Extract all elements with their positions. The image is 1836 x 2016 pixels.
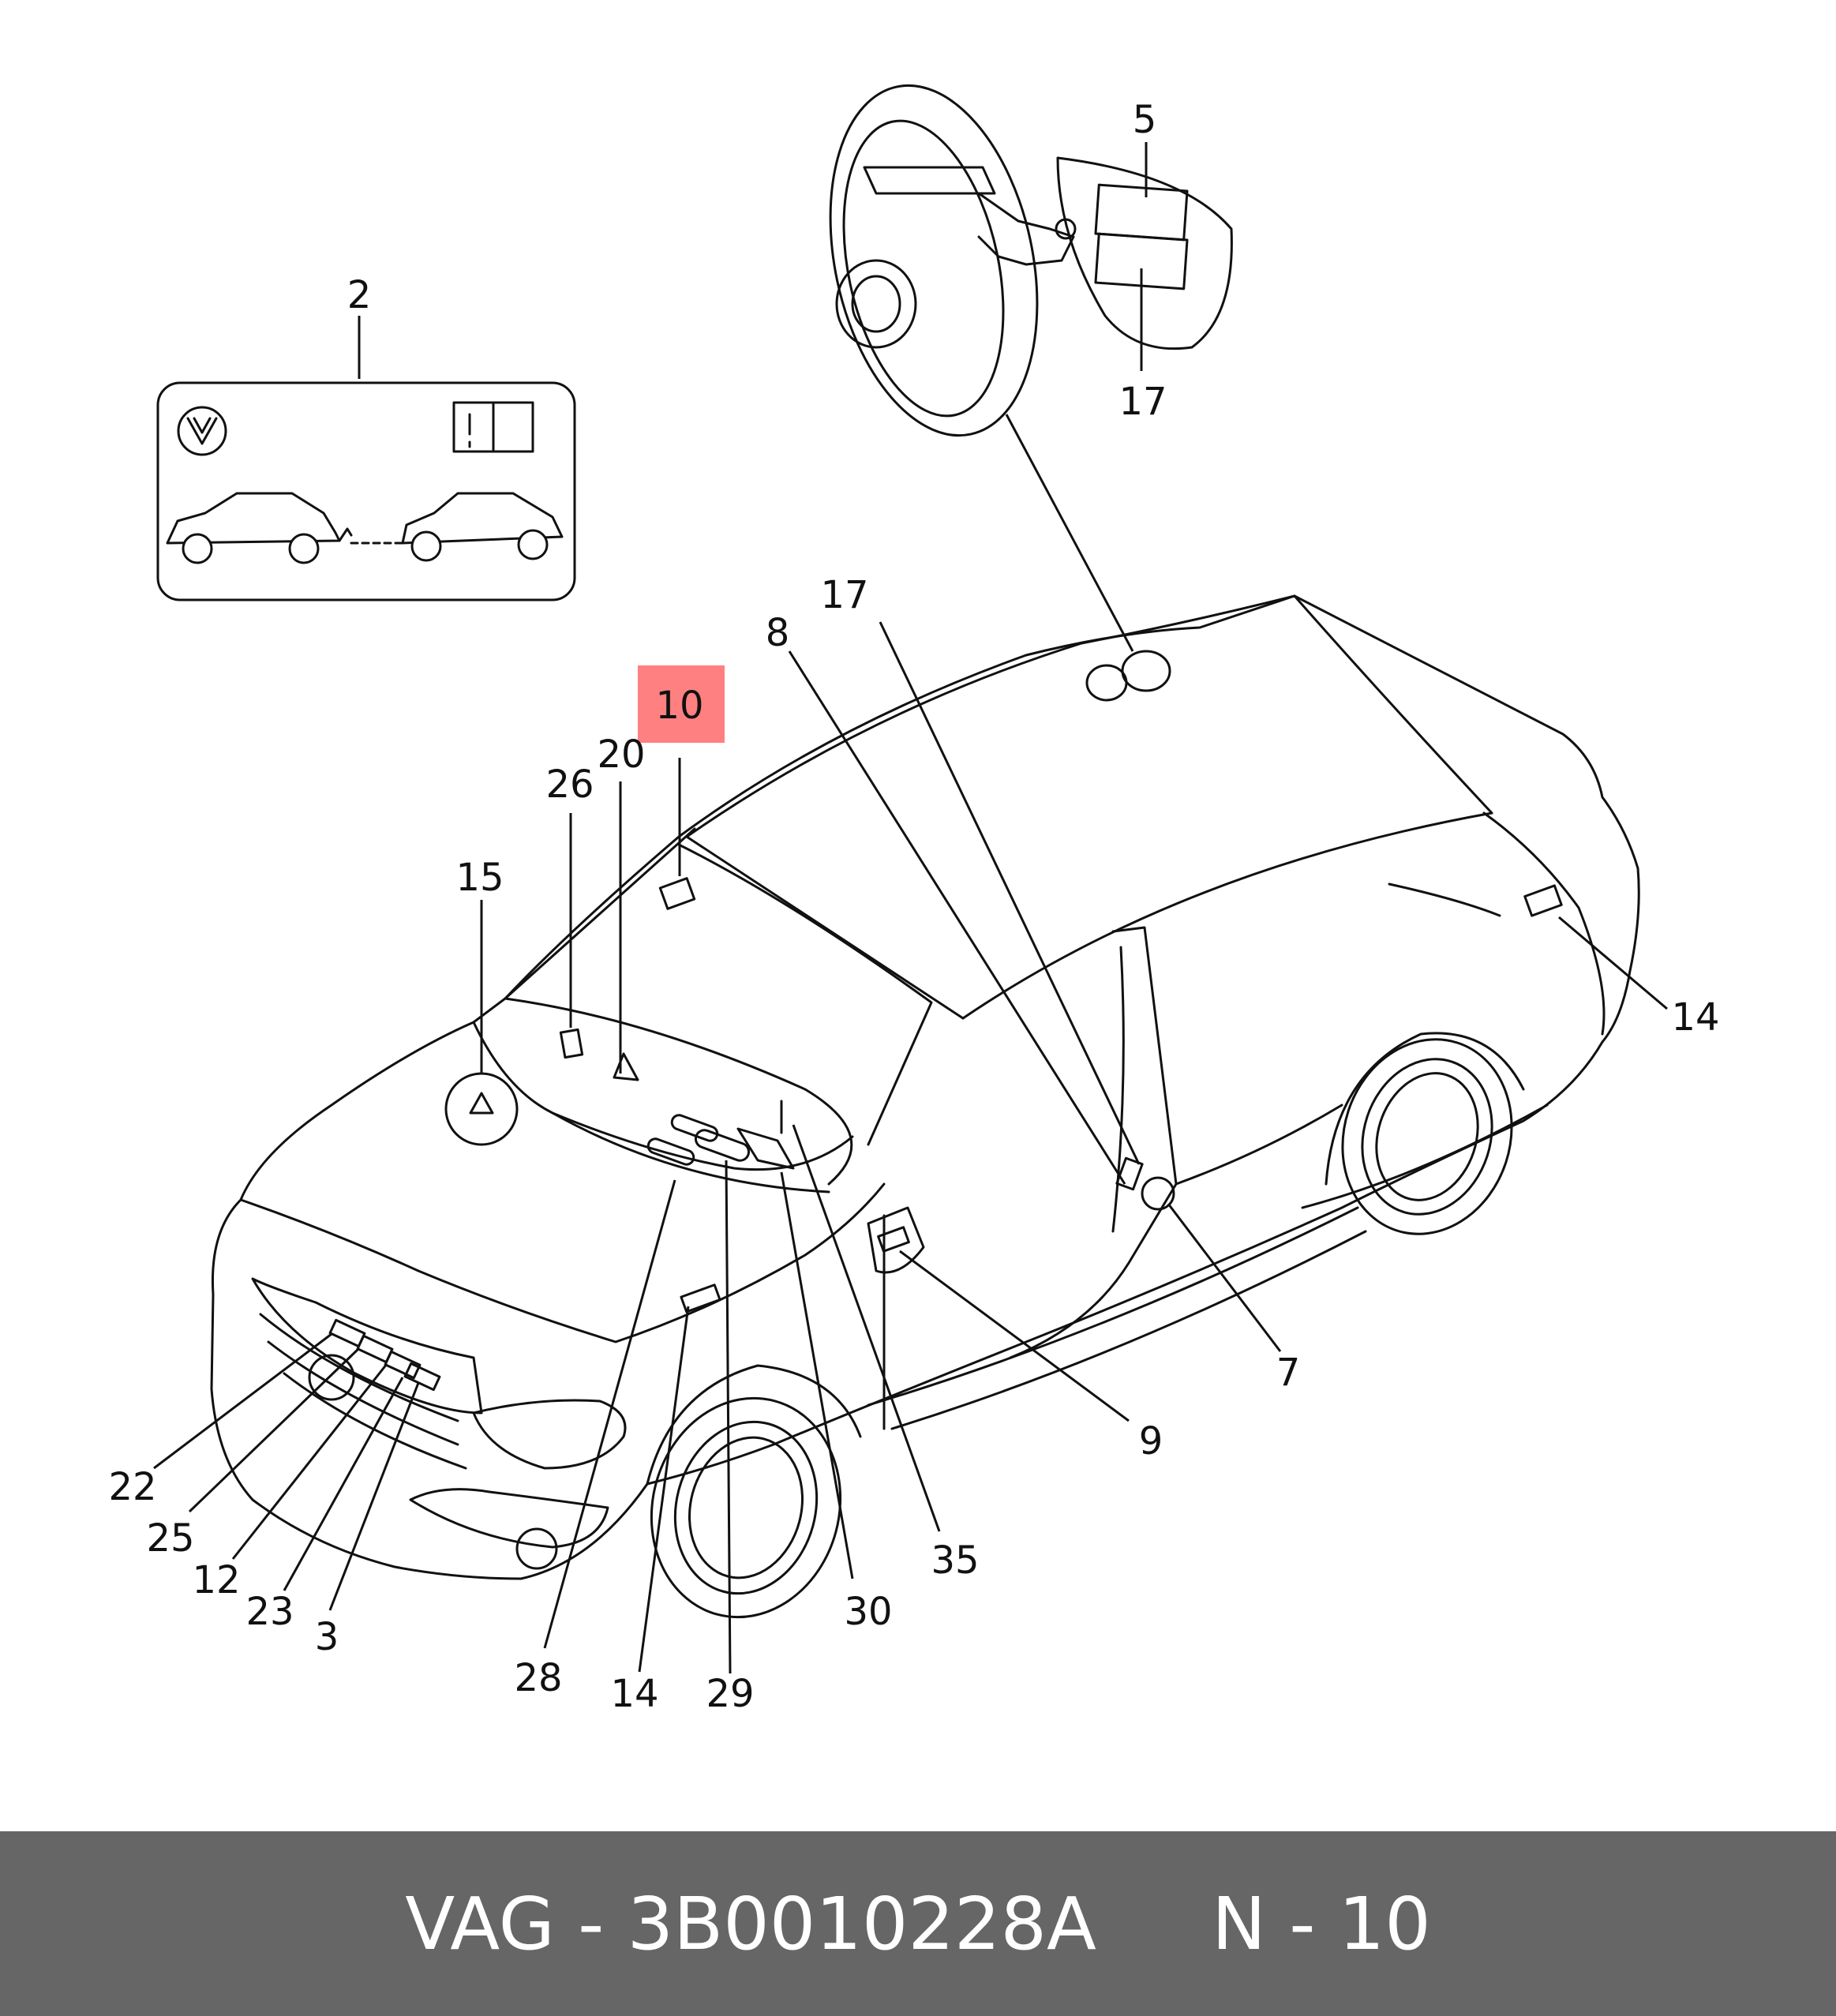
footer-bar: VAG - 3B0010228A N - 10	[0, 1831, 1836, 2016]
label-15: 15	[455, 856, 504, 900]
parts-diagram: 2 5 17 10 20 26 15 8 17 14 7 9 22 25 12 …	[108, 84, 1720, 1716]
label-14-front: 14	[610, 1672, 658, 1716]
footer-part-number: 3B0010228A	[627, 1881, 1096, 1966]
label-14-rear: 14	[1671, 995, 1719, 1040]
label-35: 35	[931, 1538, 979, 1583]
label-17-fuel-flap: 17	[1118, 380, 1167, 424]
label-10: 10	[655, 684, 703, 728]
label-8: 8	[766, 611, 790, 655]
label-2: 2	[347, 273, 372, 317]
label-26: 26	[545, 763, 594, 807]
label-29: 29	[706, 1672, 754, 1716]
leader-lines	[153, 142, 1668, 1674]
sticker-2-illustration	[156, 381, 576, 601]
footer-brand: VAG	[405, 1881, 555, 1966]
label-28: 28	[514, 1656, 562, 1700]
footer-spacer	[1096, 1882, 1212, 1966]
highlight-box	[638, 665, 725, 743]
footer-position: 10	[1338, 1881, 1431, 1966]
label-3: 3	[315, 1615, 339, 1659]
label-5: 5	[1133, 98, 1157, 142]
label-25: 25	[146, 1516, 194, 1561]
footer-separator: -	[554, 1881, 628, 1966]
label-7: 7	[1276, 1351, 1301, 1395]
callout-labels: 2 5 17 10 20 26 15 8 17 14 7 9 22 25 12 …	[108, 98, 1719, 1716]
footer-position-prefix: N -	[1212, 1881, 1339, 1966]
car-illustration	[210, 594, 1640, 1619]
label-20: 20	[597, 733, 645, 777]
label-23: 23	[245, 1590, 294, 1634]
label-22: 22	[108, 1465, 156, 1509]
label-9: 9	[1139, 1419, 1163, 1463]
label-17-door: 17	[820, 573, 868, 617]
label-30: 30	[844, 1590, 892, 1634]
label-12: 12	[192, 1558, 240, 1602]
fuel-flap-illustration	[829, 84, 1233, 437]
